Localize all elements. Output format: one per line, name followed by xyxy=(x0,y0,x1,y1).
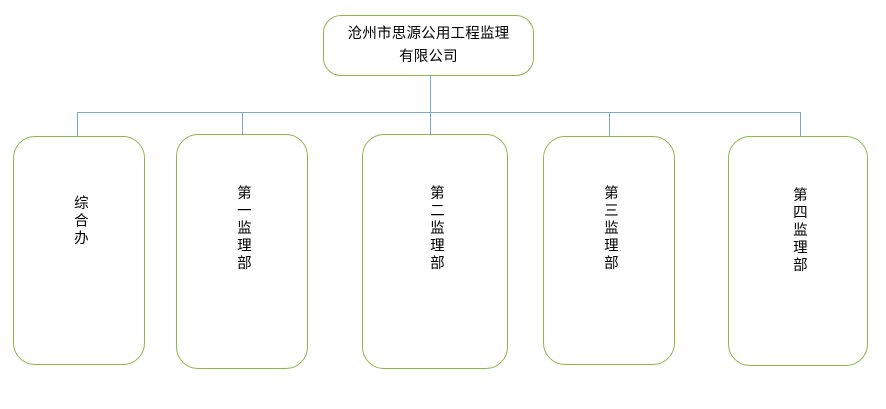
connector-root-trunk xyxy=(430,76,431,112)
connector-drop-4 xyxy=(609,112,610,136)
org-node-child-1-label: 综合办 xyxy=(71,195,88,248)
org-node-child-3-label: 第二监理部 xyxy=(427,185,444,273)
org-node-child-1[interactable]: 综合办 xyxy=(13,136,145,365)
org-node-child-4[interactable]: 第三监理部 xyxy=(543,136,675,365)
org-node-root-label: 沧州市思源公用工程监理 有限公司 xyxy=(347,26,510,65)
org-node-child-3[interactable]: 第二监理部 xyxy=(362,134,508,369)
org-node-child-2-label: 第一监理部 xyxy=(234,185,251,273)
connector-drop-1 xyxy=(77,112,78,136)
org-node-child-5[interactable]: 第四监理部 xyxy=(728,136,868,366)
connector-drop-5 xyxy=(800,112,801,136)
org-node-child-4-label: 第三监理部 xyxy=(601,185,618,273)
org-node-child-5-label: 第四监理部 xyxy=(790,187,807,275)
connector-drop-3 xyxy=(430,112,431,134)
connector-drop-2 xyxy=(242,112,243,134)
org-node-root[interactable]: 沧州市思源公用工程监理 有限公司 xyxy=(323,15,534,76)
org-node-child-2[interactable]: 第一监理部 xyxy=(176,134,308,369)
connector-horizontal-bus xyxy=(77,112,801,113)
